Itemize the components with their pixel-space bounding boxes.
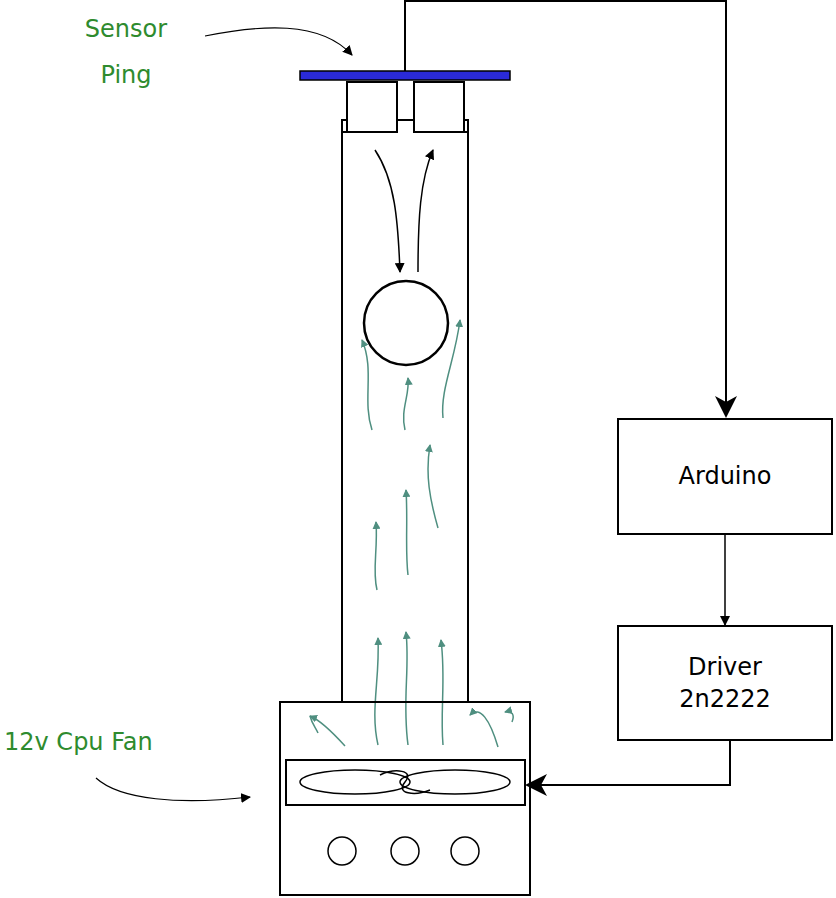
sensor-label: Sensor Ping [76,6,176,98]
signal-arrow [724,535,726,625]
box-text: Driver 2n2222 [675,651,775,716]
fan-label: 12v Cpu Fan [4,728,153,757]
process-box: Arduino [617,418,833,535]
process-box: Driver 2n2222 [617,625,833,741]
box-text: Arduino [679,460,772,492]
